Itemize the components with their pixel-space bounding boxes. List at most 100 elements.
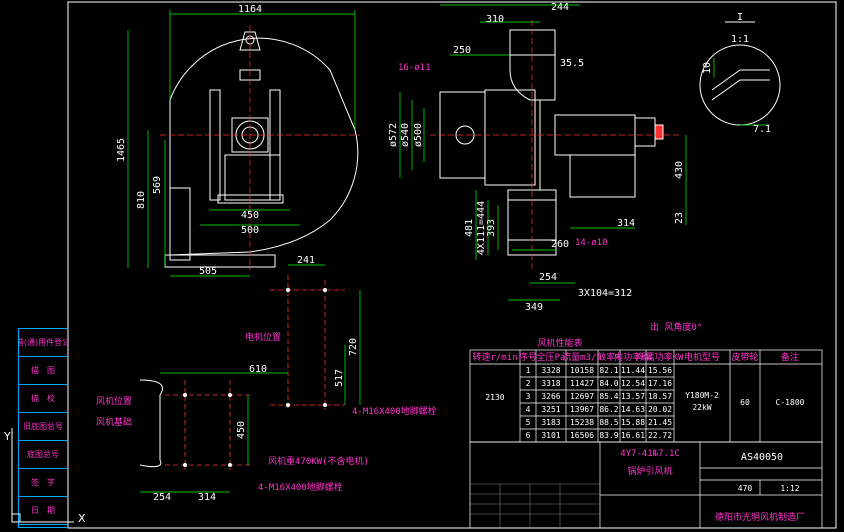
motor-fan-cover (634, 117, 656, 147)
dim-1164: 1164 (238, 4, 262, 15)
side-dimensions (399, 4, 687, 301)
perf-cell: 21.45 (648, 418, 672, 427)
perf-cell: 22.72 (648, 431, 672, 440)
revision-panel-item: 借(通)用件登记 (19, 329, 67, 357)
foundation-dims (140, 264, 361, 493)
perf-cell: 16.61 (621, 431, 645, 440)
perf-cell: 15.56 (648, 366, 672, 375)
dim-450: 450 (241, 210, 259, 221)
dim-393: 393 (486, 219, 497, 237)
perf-cell: 3328 (541, 366, 560, 375)
dim-444: 4X111=444 (476, 201, 487, 255)
perf-cell: 4 (526, 405, 531, 414)
dim-d500: ø500 (413, 123, 424, 147)
hdr-flow: 流量m3/h (562, 351, 602, 363)
outlet-duct (509, 29, 556, 101)
perf-code: C-1800 (776, 398, 805, 407)
note-fan-pos: 风机位置 (96, 395, 132, 407)
dim-241: 241 (297, 255, 315, 266)
perf-cell: 86.2 (599, 405, 618, 414)
detail-circle (699, 44, 781, 126)
detail-dims (713, 58, 770, 126)
shaft-end (654, 124, 664, 140)
revision-panel-item: 日 期 (19, 497, 67, 525)
hdr-pressure: 全压Pa (537, 351, 566, 363)
support-left (209, 89, 221, 201)
note-outlet-angle: 出 风角度0° (650, 321, 702, 333)
anchor-holes (183, 288, 327, 467)
perf-cell: 2 (526, 379, 531, 388)
front-view (164, 31, 359, 268)
inlet-outline (139, 379, 163, 468)
motor-base (569, 154, 636, 198)
perf-power: 22kW (692, 403, 711, 412)
perf-cell: 15238 (570, 418, 594, 427)
dim-7-1: 7.1 (753, 124, 771, 135)
axis-y-label: Y (4, 430, 11, 443)
dim-500: 500 (241, 225, 259, 236)
dim-610: 610 (249, 364, 267, 375)
dim-349: 349 (525, 302, 543, 313)
perf-cell: 85.4 (599, 392, 618, 401)
perf-cell: 15.88 (621, 418, 645, 427)
perf-speed: 2130 (485, 393, 504, 402)
dim-310: 310 (486, 14, 504, 25)
perf-cell: 12.54 (621, 379, 645, 388)
title-model: 4Y7-41№7.1C (620, 449, 680, 459)
dim-23: 23 (674, 212, 685, 224)
title-drawing-no: AS40050 (741, 452, 783, 463)
dim-481: 481 (464, 219, 475, 237)
hdr-eff: 效率% (597, 351, 621, 363)
perf-cell: 83.9 (599, 431, 618, 440)
dim-254b: 254 (153, 492, 171, 503)
impeller-housing (484, 89, 536, 186)
perf-cell: 10158 (570, 366, 594, 375)
perf-cell: 11.44 (621, 366, 645, 375)
lifting-lug (239, 31, 261, 51)
hdr-speed: 转速r/min (472, 351, 517, 363)
perf-cell: 3266 (541, 392, 560, 401)
perf-cell: 16506 (570, 431, 594, 440)
perf-table-header: 转速r/min 序号 全压Pa 流量m3/h 效率% 内功率KW 所需功率KW … (472, 351, 799, 363)
perf-cell: 13.57 (621, 392, 645, 401)
perf-cell: 3318 (541, 379, 560, 388)
note-base-dim: 风机基础 (96, 416, 132, 428)
dim-314: 314 (617, 218, 635, 229)
dim-312: 3X104=312 (578, 288, 632, 299)
perf-cell: 17.16 (648, 379, 672, 388)
perf-table-grid (469, 349, 823, 443)
perf-cell: 84.0 (599, 379, 618, 388)
volute-casing (169, 37, 359, 256)
dim-d572: ø572 (388, 123, 399, 147)
foundation-plan (165, 275, 345, 470)
dim-720: 720 (348, 338, 359, 356)
perf-cell: 1 (526, 366, 531, 375)
note-anchor-a: 4-M16X400地脚螺栓 (352, 405, 437, 417)
perf-cell: 3101 (541, 431, 560, 440)
perf-cell: 82.1 (599, 366, 618, 375)
dim-10: 10 (702, 62, 713, 74)
title-scale: 1:12 (780, 484, 799, 493)
perf-cell: 12697 (570, 392, 594, 401)
section-letter: I (737, 12, 743, 23)
revision-panel-item: 底图总号 (19, 441, 67, 469)
note-anchor-b: 4-M16X400地脚螺栓 (258, 481, 343, 493)
note-16-holes: 16-ø11 (398, 63, 431, 73)
revision-panel-item: 旧底图总号 (19, 413, 67, 441)
perf-cell: 18.57 (648, 392, 672, 401)
dim-244: 244 (551, 2, 569, 13)
ucs-axes-icon (11, 428, 74, 523)
revision-panel-item: 描 图 (19, 357, 67, 385)
perf-motor: Y180M-2 (685, 391, 719, 400)
title-name: 锅炉引风机 (627, 465, 672, 477)
dim-35-5: 35.5 (560, 58, 584, 69)
section-scale: 1:1 (731, 34, 749, 45)
perf-cell: 6 (526, 431, 531, 440)
perf-cell: 3183 (541, 418, 560, 427)
dim-254: 254 (539, 272, 557, 283)
front-centerlines (160, 25, 360, 270)
